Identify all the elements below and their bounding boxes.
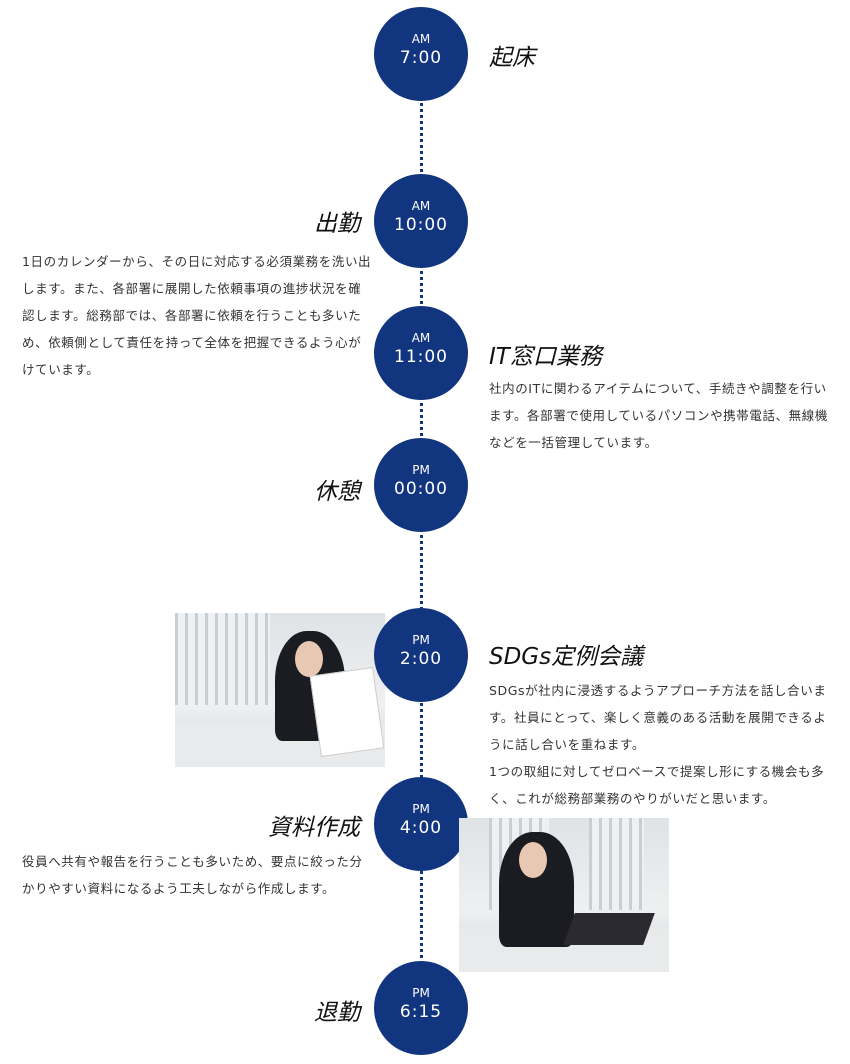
schedule-title-documents: 資料作成	[268, 815, 360, 841]
desc-paragraph: 役員へ共有や報告を行うことも多いため、要点に絞った分かりやすい資料になるよう工夫…	[22, 854, 363, 896]
time-circle-1000: AM 10:00	[374, 174, 468, 268]
time-circle-1400: PM 2:00	[374, 608, 468, 702]
schedule-title-wakeup: 起床	[489, 45, 535, 71]
schedule-title-break: 休憩	[314, 479, 360, 505]
schedule-title-arrive: 出勤	[314, 211, 360, 237]
time-label: 11:00	[394, 347, 448, 367]
time-label: 10:00	[394, 215, 448, 235]
period-label: PM	[412, 463, 430, 477]
period-label: PM	[412, 633, 430, 647]
desc-paragraph: 1日のカレンダーから、その日に対応する必須業務を洗い出します。また、各部署に展開…	[22, 254, 372, 377]
time-circle-1600: PM 4:00	[374, 777, 468, 871]
time-circle-1200: PM 00:00	[374, 438, 468, 532]
schedule-desc-sdgs: SDGsが社内に浸透するようアプローチ方法を話し合います。社員にとって、楽しく意…	[489, 677, 839, 812]
schedule-title-it: IT窓口業務	[489, 344, 602, 370]
time-circle-1815: PM 6:15	[374, 961, 468, 1055]
time-label: 2:00	[399, 649, 443, 669]
schedule-desc-documents: 役員へ共有や報告を行うことも多いため、要点に絞った分かりやすい資料になるよう工夫…	[22, 848, 372, 902]
schedule-title-leave: 退勤	[314, 1000, 360, 1026]
period-label: AM	[411, 32, 431, 46]
schedule-desc-it: 社内のITに関わるアイテムについて、手続きや調整を行います。各部署で使用している…	[489, 375, 839, 456]
time-label: 4:00	[399, 818, 443, 838]
desc-paragraph: SDGsが社内に浸透するようアプローチ方法を話し合います。社員にとって、楽しく意…	[489, 683, 827, 752]
photo-laptop	[459, 818, 669, 972]
desc-paragraph: 1つの取組に対してゼロベースで提案し形にする機会も多く、これが総務部業務のやりが…	[489, 764, 825, 806]
desc-paragraph: 社内のITに関わるアイテムについて、手続きや調整を行います。各部署で使用している…	[489, 381, 828, 450]
time-label: 00:00	[394, 479, 448, 499]
time-label: 7:00	[399, 48, 443, 68]
schedule-desc-arrive: 1日のカレンダーから、その日に対応する必須業務を洗い出します。また、各部署に展開…	[22, 248, 372, 383]
period-label: PM	[412, 802, 430, 816]
photo-meeting	[175, 613, 385, 767]
schedule-title-sdgs: SDGs定例会議	[489, 644, 644, 670]
timeline-dotted-line	[420, 60, 423, 1020]
time-circle-1100: AM 11:00	[374, 306, 468, 400]
period-label: AM	[411, 199, 431, 213]
time-label: 6:15	[399, 1002, 443, 1022]
period-label: PM	[412, 986, 430, 1000]
period-label: AM	[411, 331, 431, 345]
time-circle-0700: AM 7:00	[374, 7, 468, 101]
